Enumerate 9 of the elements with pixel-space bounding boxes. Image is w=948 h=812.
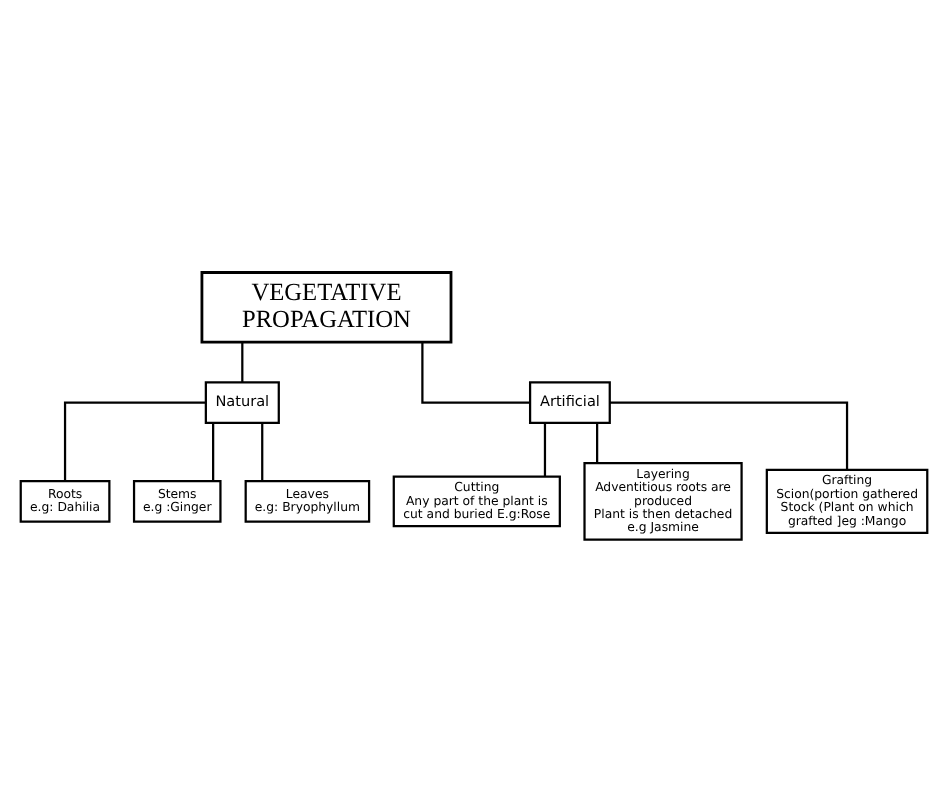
node-box: VEGETATIVE PROPAGATION [200, 271, 453, 344]
connector [212, 423, 215, 481]
connector [596, 423, 599, 463]
connector [421, 342, 530, 404]
connector [241, 342, 244, 383]
connector [63, 401, 206, 481]
connector [261, 423, 264, 481]
connector [543, 423, 547, 477]
connector [609, 401, 849, 470]
